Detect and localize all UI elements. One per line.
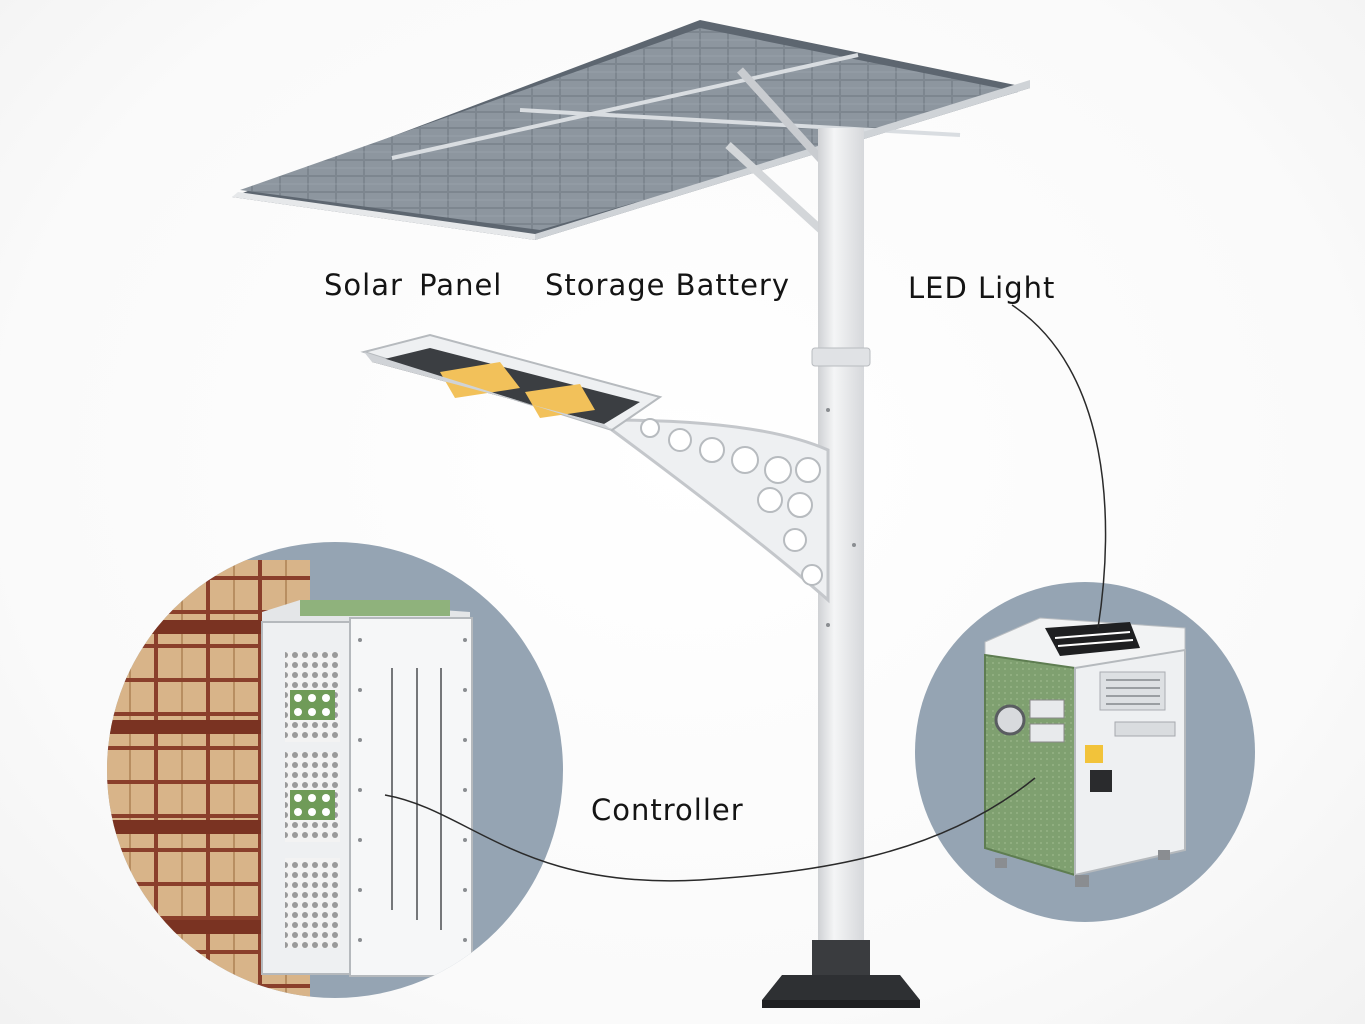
led-lamp-head <box>360 333 663 432</box>
lamp-arm <box>610 418 830 604</box>
controller-inset <box>915 582 1255 922</box>
led-light-callout-line <box>1011 304 1107 629</box>
callout-lines <box>384 304 1107 882</box>
street-light-pole <box>762 128 920 1008</box>
led-chip-1 <box>440 362 520 398</box>
led-chip-2 <box>525 384 595 418</box>
controller-callout-line <box>384 777 1036 882</box>
storage-battery-inset <box>107 542 563 998</box>
led-light-label: LED Light <box>908 271 1056 305</box>
solar-panel-label: Solar Panel <box>324 268 503 302</box>
controller-label: Controller <box>591 793 744 827</box>
storage-battery-label: Storage Battery <box>545 268 791 302</box>
solar-panel <box>232 20 1030 241</box>
